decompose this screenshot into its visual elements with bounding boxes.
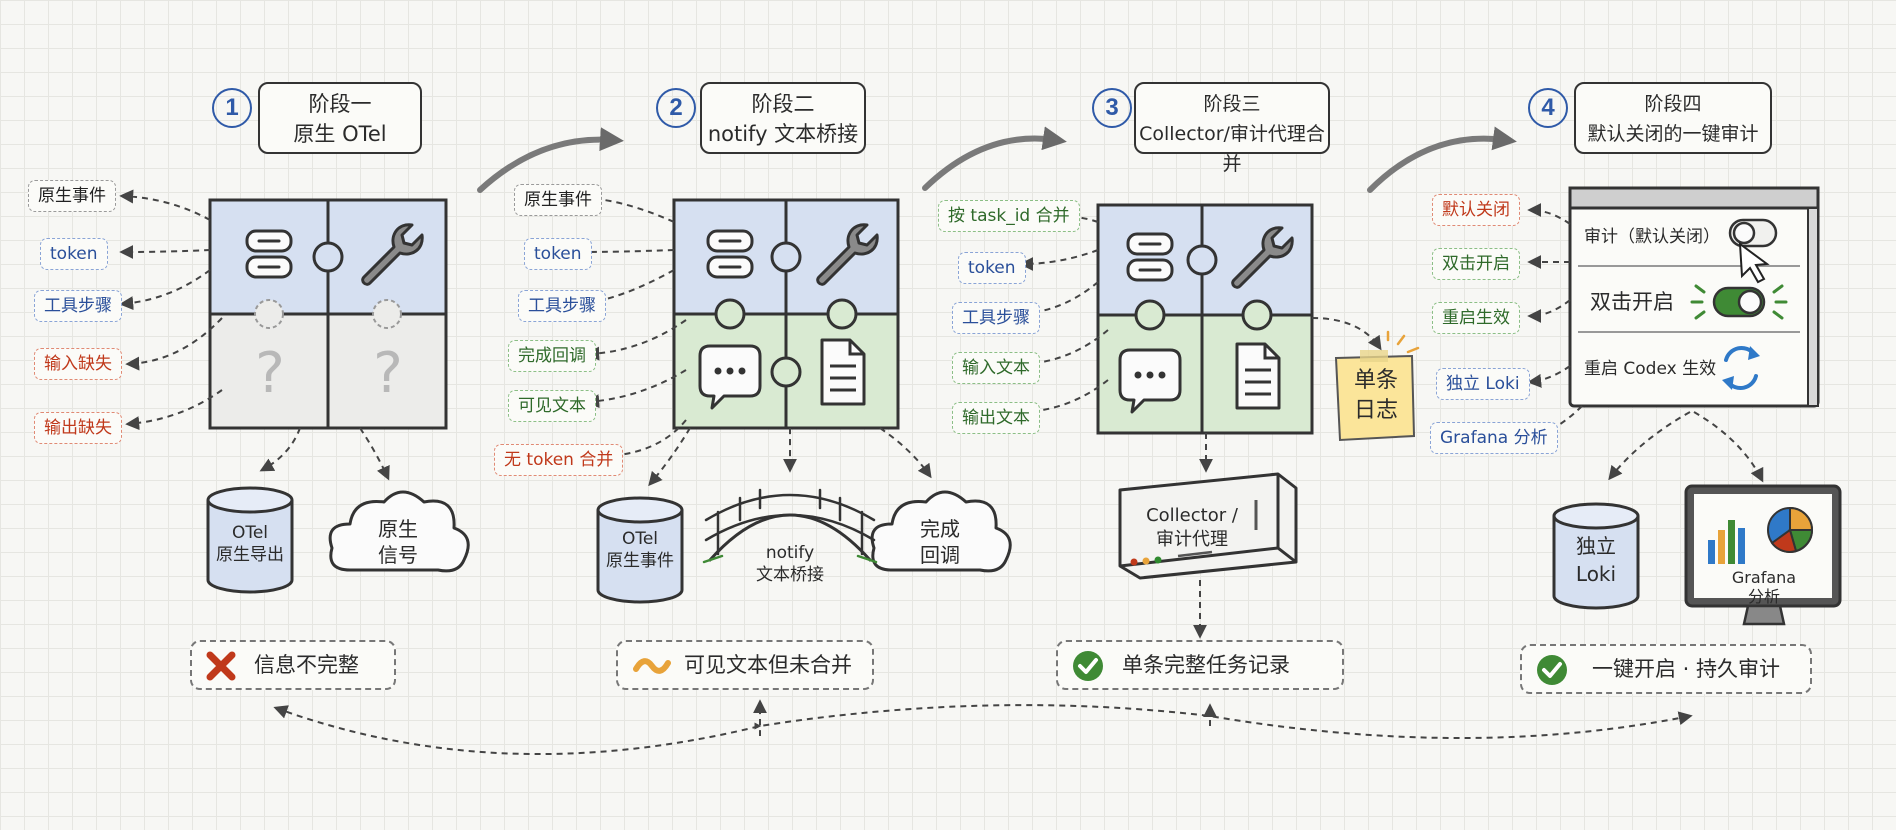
panel-row-restart[interactable]: 重启 Codex 生效: [1584, 359, 1717, 379]
output-line: Grafana: [1731, 568, 1797, 587]
tag-token: token: [40, 238, 108, 270]
stage-transition-arrows: [477, 126, 1517, 193]
output-line: 独立: [1576, 534, 1616, 558]
server-label: Collector / 审计代理: [1128, 504, 1256, 552]
tag-tool-steps: 工具步骤: [952, 302, 1040, 334]
stage-number-1: 1: [212, 88, 252, 128]
output-line: 原生事件: [606, 551, 674, 571]
result-text: 单条完整任务记录: [1122, 653, 1290, 677]
output-otel-native-events: OTel 原生事件: [590, 528, 690, 572]
stage-header-3: 阶段三 Collector/审计代理合并: [1134, 82, 1330, 175]
tag-output-missing: 输出缺失: [34, 412, 122, 444]
tag-input-text: 输入文本: [952, 352, 1040, 384]
stage-title: 阶段一: [308, 92, 372, 116]
cursor-icon: [1738, 241, 1770, 284]
question-icon: [255, 341, 285, 406]
stage-number-2: 2: [656, 88, 696, 128]
output-line: notify: [765, 543, 815, 563]
output-line: OTel: [231, 523, 269, 543]
result-stage-2: 可见文本但未合并: [616, 640, 874, 690]
output-native-signal: 原生 信号: [358, 516, 438, 568]
collector-server: [1118, 472, 1298, 580]
output-completion-callback: 完成 回调: [900, 516, 980, 568]
audit-panel-window: [1568, 186, 1820, 408]
stage-subtitle: 原生 OTel: [293, 122, 387, 146]
server-line: 审计代理: [1156, 529, 1228, 550]
output-line: 回调: [920, 543, 960, 567]
x-mark-icon: [206, 651, 236, 681]
tag-native-events: 原生事件: [28, 180, 116, 212]
output-line: 信号: [378, 543, 418, 567]
stage-title: 阶段四: [1644, 93, 1702, 115]
wave-icon: [633, 658, 671, 674]
tag-tool-steps: 工具步骤: [518, 290, 606, 322]
stage-title: 阶段二: [751, 92, 815, 116]
check-icon: [1073, 651, 1103, 681]
tag-default-off: 默认关闭: [1432, 194, 1520, 226]
tag-grafana-analysis: Grafana 分析: [1430, 422, 1558, 454]
stage-header-2: 阶段二 notify 文本桥接: [700, 82, 866, 154]
tag-native-events: 原生事件: [514, 184, 602, 216]
output-notify-bridge: notify 文本桥接: [720, 542, 860, 586]
result-stage-1: 信息不完整: [190, 640, 396, 690]
stage-header-1: 阶段一 原生 OTel: [258, 82, 422, 154]
tag-token: token: [958, 252, 1026, 284]
check-icon: [1537, 655, 1567, 685]
output-line: 文本桥接: [756, 565, 824, 585]
sticky-note: [1334, 330, 1420, 442]
tag-completion-callback: 完成回调: [508, 340, 596, 372]
server-line: Collector /: [1146, 505, 1238, 526]
document-icon: [820, 338, 866, 406]
stage-number-4: 4: [1528, 88, 1568, 128]
tag-output-text: 输出文本: [952, 402, 1040, 434]
result-text: 一键开启 · 持久审计: [1592, 657, 1781, 681]
result-text: 可见文本但未合并: [684, 653, 852, 677]
tag-double-click-enable: 双击开启: [1432, 248, 1520, 280]
sticky-line: 日志: [1353, 398, 1398, 423]
output-standalone-loki: 独立 Loki: [1556, 532, 1636, 588]
stage-subtitle: 默认关闭的一键审计: [1587, 123, 1759, 145]
puzzle-stage-1: [208, 198, 448, 430]
tag-input-missing: 输入缺失: [34, 348, 122, 380]
output-line: 原生: [378, 517, 418, 541]
puzzle-stage-3: [1096, 203, 1314, 435]
bottom-connector: [273, 704, 1693, 756]
tag-token: token: [524, 238, 592, 270]
output-otel-export: OTel 原生导出: [200, 522, 300, 566]
stage-subtitle: Collector/审计代理合并: [1139, 123, 1325, 175]
bridge-icon: [702, 488, 878, 564]
result-stage-4: 一键开启 · 持久审计: [1520, 644, 1812, 694]
tag-visible-text: 可见文本: [508, 390, 596, 422]
stage-subtitle: notify 文本桥接: [707, 122, 859, 146]
result-stage-3: 单条完整任务记录: [1056, 640, 1344, 690]
question-icon: [373, 341, 403, 406]
panel-row-double-click[interactable]: 双击开启: [1590, 290, 1674, 314]
tag-tool-steps: 工具步骤: [34, 290, 122, 322]
output-line: Loki: [1575, 562, 1617, 586]
tag-restart-effective: 重启生效: [1432, 302, 1520, 334]
stage-number-3: 3: [1092, 88, 1132, 128]
sticky-line: 单条: [1353, 368, 1398, 393]
document-icon: [1235, 342, 1281, 410]
stage-title: 阶段三: [1203, 93, 1261, 115]
output-line: OTel: [621, 529, 659, 549]
output-line: 分析: [1747, 587, 1780, 606]
tag-merge-by-task-id: 按 task_id 合并: [938, 200, 1080, 232]
output-line: 原生导出: [216, 545, 284, 565]
puzzle-stage-2: [672, 198, 900, 430]
panel-row-audit[interactable]: 审计（默认关闭）: [1584, 227, 1720, 247]
output-grafana-analysis: Grafana 分析: [1716, 568, 1812, 606]
tag-standalone-loki: 独立 Loki: [1436, 368, 1530, 400]
grafana-monitor: [1684, 484, 1842, 626]
sticky-note-text: 单条 日志: [1340, 366, 1412, 426]
tag-no-token-merge: 无 token 合并: [494, 444, 624, 476]
stage-header-4: 阶段四 默认关闭的一键审计: [1574, 82, 1772, 154]
result-text: 信息不完整: [254, 653, 359, 677]
output-line: 完成: [920, 517, 960, 541]
